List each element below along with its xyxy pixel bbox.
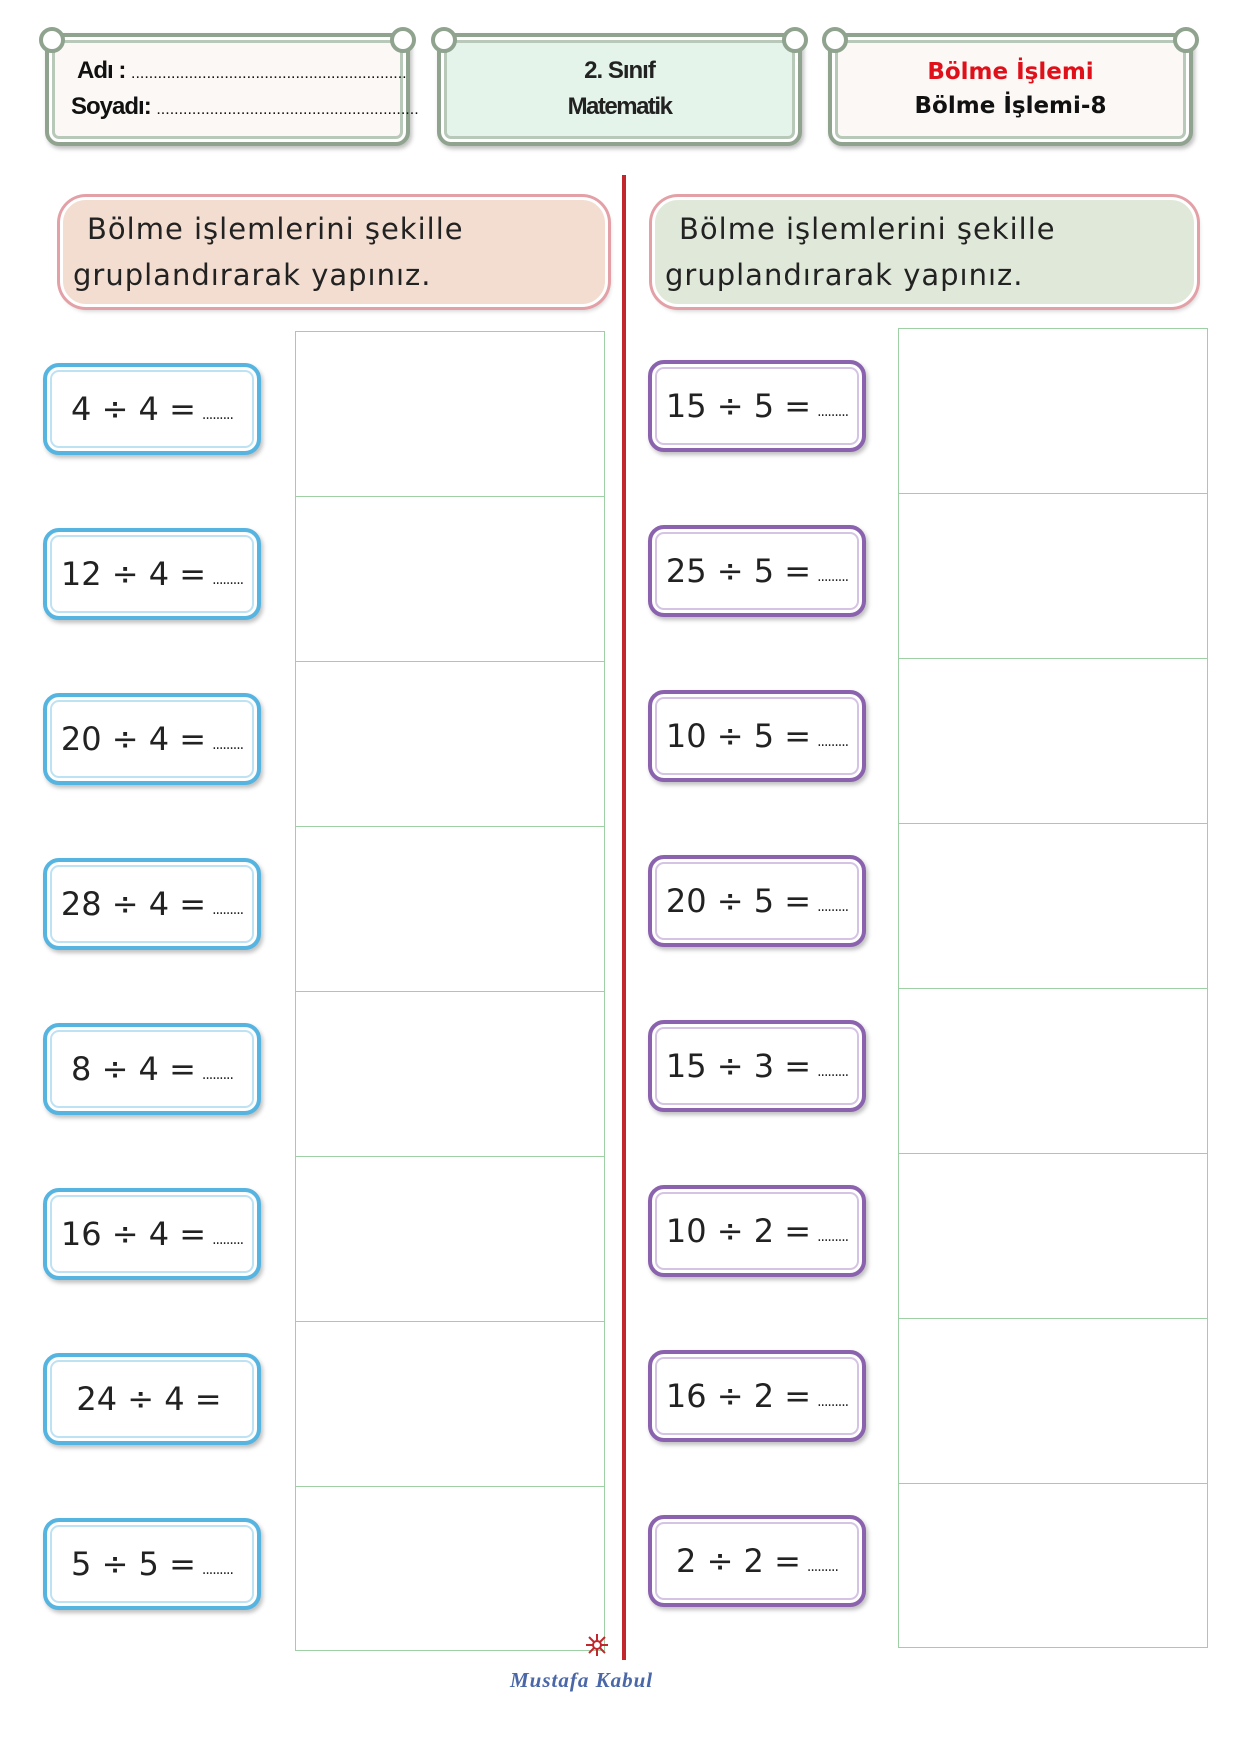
problem-card: 25 ÷ 5 =......... (648, 525, 866, 617)
problem-expression: 20 ÷ 4 = (60, 720, 207, 758)
problem-expression: 10 ÷ 5 = (665, 717, 812, 755)
surname-line: Soyadı: ................................… (71, 93, 419, 121)
drawing-cell[interactable] (899, 494, 1207, 659)
answer-blank[interactable]: ......... (212, 572, 244, 588)
surname-label: Soyadı: (71, 93, 152, 120)
problem-expression: 8 ÷ 4 = (71, 1050, 196, 1088)
problem-expression: 28 ÷ 4 = (60, 885, 207, 923)
name-blank[interactable]: ........................................… (131, 65, 407, 82)
drawing-cell[interactable] (296, 497, 604, 662)
instruction-line: Bölme işlemlerini şekille (679, 212, 1056, 246)
problem-card: 8 ÷ 4 =......... (43, 1023, 261, 1115)
problem-expression: 2 ÷ 2 = (676, 1542, 801, 1580)
problem-expression: 5 ÷ 5 = (71, 1545, 196, 1583)
problem-expression: 4 ÷ 4 = (71, 390, 196, 428)
name-frame: Adı : ..................................… (39, 27, 419, 146)
problem-card: 20 ÷ 5 =......... (648, 855, 866, 947)
center-divider (622, 175, 626, 1660)
problem-card: 5 ÷ 5 =......... (43, 1518, 261, 1610)
drawing-cell[interactable] (296, 992, 604, 1157)
drawing-cell[interactable] (296, 662, 604, 827)
drawing-cell[interactable] (296, 827, 604, 992)
drawing-cell[interactable] (899, 329, 1207, 494)
answer-blank[interactable]: ......... (806, 1559, 839, 1575)
answer-blank[interactable]: ......... (201, 1562, 234, 1578)
drawing-cell[interactable] (899, 1319, 1207, 1484)
problem-card: 4 ÷ 4 =......... (43, 363, 261, 455)
problem-expression: 15 ÷ 5 = (665, 387, 812, 425)
answer-blank[interactable]: ......... (201, 407, 234, 423)
class-frame: 2. Sınıf Matematik (431, 27, 808, 146)
answer-blank[interactable]: ......... (817, 899, 849, 915)
instruction-box-right: Bölme işlemlerini şekille gruplandırarak… (652, 197, 1197, 307)
problem-card: 20 ÷ 4 =......... (43, 693, 261, 785)
grade-label: 2. Sınıf (584, 57, 656, 84)
answer-blank[interactable]: ......... (817, 1394, 849, 1410)
problem-card: 10 ÷ 5 =......... (648, 690, 866, 782)
instruction-line: gruplandırarak yapınız. (665, 258, 1024, 292)
drawing-cell[interactable] (899, 824, 1207, 989)
problem-card: 16 ÷ 2 =......... (648, 1350, 866, 1442)
problem-card: 15 ÷ 3 =......... (648, 1020, 866, 1112)
answer-blank[interactable]: ......... (817, 1064, 849, 1080)
problem-expression: 12 ÷ 4 = (60, 555, 207, 593)
answer-blank[interactable]: ......... (212, 1232, 244, 1248)
topic-frame: Bölme İşlemi Bölme İşlemi-8 (822, 27, 1199, 146)
problem-card: 15 ÷ 5 =......... (648, 360, 866, 452)
answer-blank[interactable]: ......... (817, 1229, 849, 1245)
answer-blank[interactable]: ......... (212, 737, 244, 753)
name-label: Adı : (77, 57, 126, 84)
instruction-line: gruplandırarak yapınız. (73, 258, 432, 292)
answer-grid-left (295, 331, 605, 1651)
surname-blank[interactable]: ........................................… (156, 101, 419, 118)
problem-card: 2 ÷ 2 =......... (648, 1515, 866, 1607)
problem-expression: 25 ÷ 5 = (665, 552, 812, 590)
drawing-cell[interactable] (296, 1487, 604, 1652)
drawing-cell[interactable] (899, 659, 1207, 824)
subject-label: Matematik (567, 93, 673, 120)
answer-blank[interactable]: ......... (201, 1067, 234, 1083)
problem-card: 10 ÷ 2 =......... (648, 1185, 866, 1277)
topic-title: Bölme İşlemi (927, 59, 1094, 85)
author-signature: Mustafa Kabul (510, 1668, 654, 1692)
drawing-cell[interactable] (899, 1484, 1207, 1649)
problem-expression: 16 ÷ 2 = (665, 1377, 812, 1415)
name-line: Adı : ..................................… (77, 57, 407, 85)
flower-logo-icon (586, 1634, 608, 1656)
drawing-cell[interactable] (296, 332, 604, 497)
problem-expression: 24 ÷ 4 = (76, 1380, 222, 1418)
problem-expression: 15 ÷ 3 = (665, 1047, 812, 1085)
drawing-cell[interactable] (899, 1154, 1207, 1319)
instruction-line: Bölme işlemlerini şekille (87, 212, 464, 246)
drawing-cell[interactable] (296, 1322, 604, 1487)
answer-blank[interactable]: ......... (817, 404, 849, 420)
problem-expression: 20 ÷ 5 = (665, 882, 812, 920)
problem-expression: 16 ÷ 4 = (60, 1215, 207, 1253)
problem-card: 12 ÷ 4 =......... (43, 528, 261, 620)
drawing-cell[interactable] (899, 989, 1207, 1154)
topic-subtitle: Bölme İşlemi-8 (914, 93, 1107, 119)
drawing-cell[interactable] (296, 1157, 604, 1322)
answer-blank[interactable]: ......... (817, 569, 849, 585)
answer-grid-right (898, 328, 1208, 1648)
problem-card: 16 ÷ 4 =......... (43, 1188, 261, 1280)
problem-card: 28 ÷ 4 =......... (43, 858, 261, 950)
answer-blank[interactable]: ......... (817, 734, 849, 750)
answer-blank[interactable]: ......... (212, 902, 244, 918)
problem-expression: 10 ÷ 2 = (665, 1212, 812, 1250)
problem-card: 24 ÷ 4 = (43, 1353, 261, 1445)
instruction-box-left: Bölme işlemlerini şekille gruplandırarak… (60, 197, 608, 307)
